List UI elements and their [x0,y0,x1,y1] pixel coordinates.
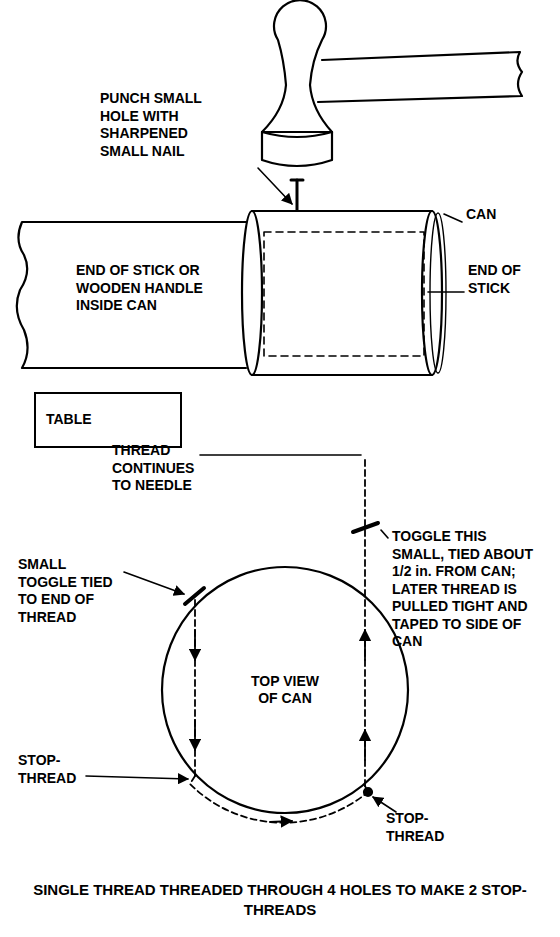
thread-note: THREAD CONTINUES TO NEEDLE [112,442,200,495]
hammer [262,0,522,166]
part-label: CAN [466,206,526,224]
leader-line [428,291,464,293]
leader-line [373,797,396,812]
can [242,211,446,375]
nail [291,180,303,210]
figure-caption: SINGLE THREAD THREADED THROUGH 4 HOLES T… [20,880,540,919]
leader-line [200,454,361,456]
instruction-note: PUNCH SMALL HOLE WITH SHARPENED SMALL NA… [100,90,225,160]
leader-line [124,572,184,594]
thread [190,460,368,823]
toggle-note: SMALL TOGGLE TIED TO END OF THREAD [18,556,122,626]
can-rim [162,567,408,813]
leader-line [444,214,462,222]
toggle [353,523,378,532]
leader-line [381,530,388,538]
toggle [185,588,204,604]
leader-line [86,776,188,779]
node-text: TABLE [46,411,92,429]
stop-thread-label: STOP-THREAD [386,810,456,845]
leader-line [258,168,292,204]
stick-label-area: END OF STICK OR WOODEN HANDLE INSIDE CAN [76,262,216,352]
toggle-note: TOGGLE THIS SMALL, TIED ABOUT 1/2 in. FR… [392,528,542,651]
table-box: TABLE [34,392,182,448]
stick [17,222,246,368]
node-text: END OF STICK OR WOODEN HANDLE INSIDE CAN [76,262,216,315]
node-text: TOP VIEW OF CAN [240,673,330,708]
can-top-view: TOP VIEW OF CAN [160,565,410,815]
stick-end-hidden [264,232,424,356]
stop-thread-label: STOP-THREAD [18,752,84,787]
stop-thread-knot [364,788,372,796]
part-label: END OF STICK [468,262,528,297]
